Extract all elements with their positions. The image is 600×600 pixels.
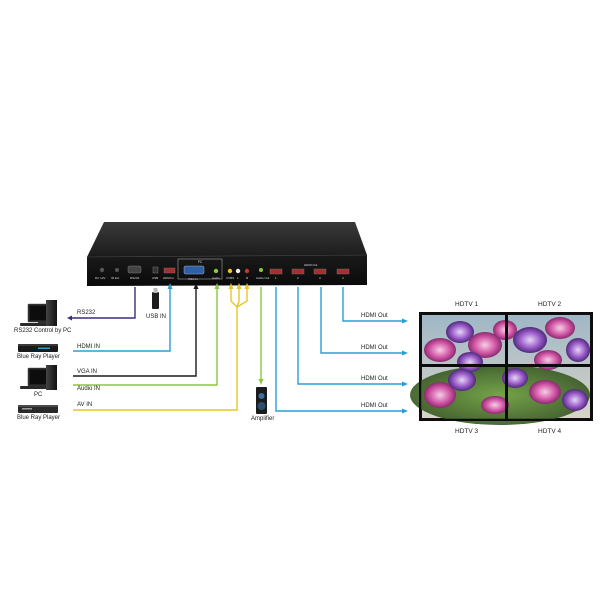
arrowhead-rs232 [67,315,72,321]
port-label-cvbs: CVBS [226,276,235,280]
label-audio-in: Audio IN [77,386,101,392]
video-wall [410,312,593,425]
label-hdmi-out-4: HDMI Out [361,313,388,319]
cable-vga [73,287,197,377]
cable-hdmi-out-1 [275,287,403,412]
label-pc: PC [34,392,43,398]
panel-text: PC [198,260,203,264]
port-label-usb: USB [152,276,159,280]
video-wall-controller: PC [86,222,368,286]
label-hdmi-out-3: HDMI Out [361,345,388,351]
cable-hdmi-out-2 [297,287,403,385]
arrowhead-audio-out [258,379,264,385]
pc-icon [20,365,57,390]
port-hdmi-out-3 [313,268,327,275]
port-cvbs [227,268,233,274]
label-hdtv-2: HDTV 2 [538,301,562,308]
port-label-hdmi-in: HDMI In [163,276,175,280]
cable-rs232 [70,287,136,319]
port-label-ir: IR Ext [111,276,120,280]
port-hdmi-out-2 [291,268,305,275]
bluray-player-2-icon [18,405,58,413]
port-label-out-1: 1 [275,276,277,280]
cable-hdmi-in [73,287,171,352]
arrowhead-av-cvbs [228,283,234,289]
port-label-dc: DC 12V [95,276,106,280]
arrowhead-vga [193,283,199,289]
arrowhead-audio-in [214,283,220,289]
port-audio-out [259,268,263,272]
cable-av-r [236,287,248,308]
label-usb-in: USB IN [146,314,167,320]
label-rs232: RS232 [77,310,96,316]
arrowhead-av-l [236,283,242,289]
cable-audio-in [73,287,218,386]
label-bluray-1: Blue Ray Player [17,354,61,360]
cable-av-l [236,287,240,308]
port-label-audio-out: Audio Out [256,276,270,280]
port-hdmi-out-1 [269,268,283,275]
port-audio-in [213,268,219,274]
label-hdtv-3: HDTV 3 [455,428,479,435]
port-ir [115,268,119,272]
port-label-hdmi-out: HDMI Out [304,263,318,267]
port-label-r: R [246,276,249,280]
usb-stick-icon [152,288,159,309]
video-wall-image [410,315,590,425]
label-amplifier: Amplifier [251,416,275,422]
label-rs232-device: RS232 Control by PC [14,328,72,334]
port-audio-l [235,268,241,274]
port-label-rs232: RS232 [130,276,140,280]
label-bluray-2: Blue Ray Player [17,415,61,421]
port-usb [152,266,159,274]
arrowhead-av-r [244,283,250,289]
arrowhead-hdmi-out-3 [402,350,408,356]
port-label-out-4: 4 [342,276,344,280]
label-av-in: AV IN [77,402,93,408]
port-label-out-2: 2 [297,276,299,280]
arrowhead-hdmi-out-4 [402,318,408,324]
label-hdtv-4: HDTV 4 [538,428,562,435]
label-hdmi-out-1: HDMI Out [361,403,388,409]
port-vga [183,265,205,275]
pc-rs232-icon [20,300,57,326]
label-hdmi-out-2: HDMI Out [361,376,388,382]
port-label-vga: VGA In [188,277,198,281]
label-vga-in: VGA IN [77,369,98,375]
port-label-l: L [237,276,239,280]
arrowhead-hdmi-out-2 [402,381,408,387]
port-hdmi-in [163,267,176,274]
arrowhead-hdmi-out-1 [402,408,408,414]
bluray-player-1-icon [18,344,58,352]
label-hdmi-in: HDMI IN [77,344,100,350]
amplifier-speaker-icon [256,387,267,414]
label-hdtv-1: HDTV 1 [455,301,479,308]
port-audio-r [244,268,250,274]
arrowhead-hdmi-in [167,283,173,289]
port-dc [99,267,105,273]
cables [67,283,408,414]
port-label-out-3: 3 [319,276,321,280]
cable-hdmi-out-3 [320,287,403,354]
cable-hdmi-out-4 [342,287,403,322]
port-hdmi-out-4 [336,268,350,275]
port-rs232 [127,265,142,274]
port-label-audio: Audio [212,276,220,280]
